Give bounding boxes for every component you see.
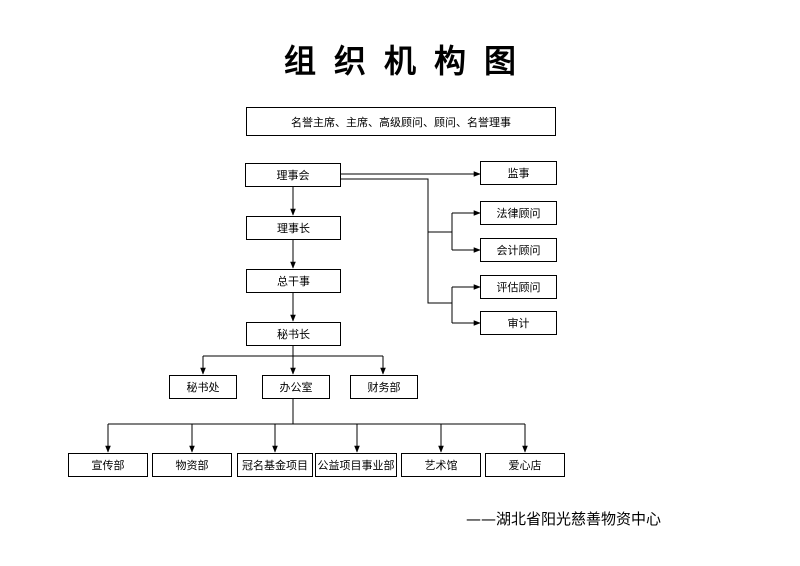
secretary-general-box: 秘书长 — [246, 322, 341, 346]
council-box: 理事会 — [245, 163, 341, 187]
department-box: 宣传部 — [68, 453, 148, 477]
department-box: 物资部 — [152, 453, 232, 477]
department-box: 公益项目事业部 — [315, 453, 397, 477]
director-general-box: 总干事 — [246, 269, 341, 293]
department-box: 爱心店 — [485, 453, 565, 477]
supervisor-box: 监事 — [480, 161, 557, 185]
organization-signature: ——湖北省阳光慈善物资中心 — [466, 510, 662, 528]
secretariat-box: 秘书处 — [169, 375, 237, 399]
audit-box: 审计 — [480, 311, 557, 335]
line-council-advisors — [341, 178, 452, 304]
department-box: 冠名基金项目 — [237, 453, 313, 477]
finance-box: 财务部 — [350, 375, 418, 399]
accounting-advisor-box: 会计顾问 — [480, 238, 557, 262]
honorary-box: 名誉主席、主席、高级顾问、顾问、名誉理事 — [246, 107, 556, 136]
office-box: 办公室 — [262, 375, 330, 399]
department-box: 艺术馆 — [401, 453, 481, 477]
legal-advisor-box: 法律顾问 — [480, 201, 557, 225]
page-title: 组织机构图 — [283, 42, 534, 80]
chairman-box: 理事长 — [246, 216, 341, 240]
evaluation-advisor-box: 评估顾问 — [480, 275, 557, 299]
